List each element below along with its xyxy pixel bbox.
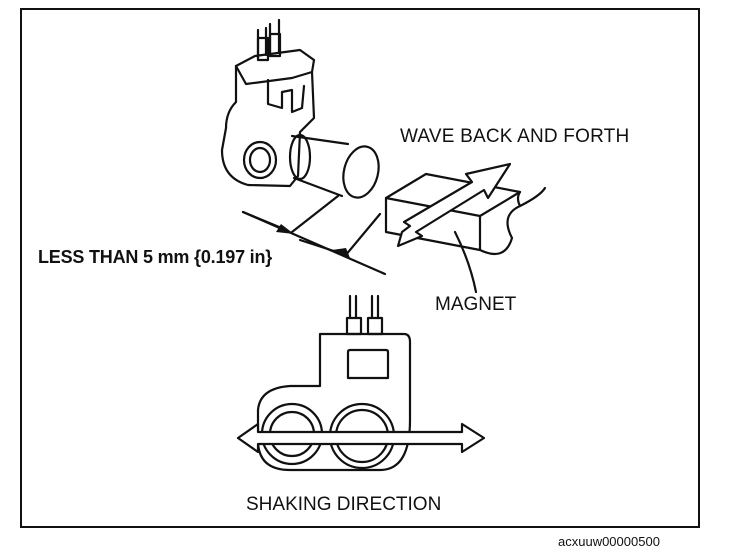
wave-arrow [396,162,512,248]
sensor-lower-notch [346,348,390,380]
dimension-arrow-left [241,210,286,231]
sensor-lower-wires [348,294,380,320]
sensor-upper-body [220,64,316,188]
shaking-arrow [236,422,486,454]
sensor-upper-notch [266,78,306,114]
label-shaking-direction: SHAKING DIRECTION [246,494,442,515]
magnet-break-edge [478,190,522,256]
sensor-upper-hole [242,140,278,180]
sensor-lower-lead-b [366,316,384,336]
wave-arrow-shape [396,162,512,248]
dimension-arrowhead-left [276,224,294,234]
sensor-upper-lead-b [268,32,282,58]
shaking-arrow-shape [236,422,486,454]
sensor-upper-probe-face [342,145,380,199]
sensor-upper [220,18,380,199]
label-distance: LESS THAN 5 mm {0.197 in} [38,247,273,267]
magnet-edge-ext [518,186,547,208]
dimension-extension [290,194,340,234]
figure-code: acxuuw00000500 [558,534,660,549]
sensor-upper-top [234,48,316,86]
label-magnet: MAGNET [435,294,517,315]
sensor-lower [256,294,412,472]
dimension-lines [241,194,387,276]
dimension-arrowhead-right [332,248,350,258]
sensor-upper-collar [288,133,312,181]
sensor-lower-lead-a [345,316,363,336]
magnet-front [384,196,482,252]
dimension-extension-right [343,212,382,258]
sensor-lower-body [256,332,412,472]
sensor-upper-cylinder-bottom [292,176,344,198]
sensor-upper-lead-a [256,36,270,62]
magnet-leader [453,230,478,294]
label-wave-back-and-forth: WAVE BACK AND FORTH [400,126,630,147]
sensor-upper-cylinder-top [290,134,350,146]
sensor-upper-hole-inner [248,146,272,174]
dimension-arrow-right [298,238,342,255]
